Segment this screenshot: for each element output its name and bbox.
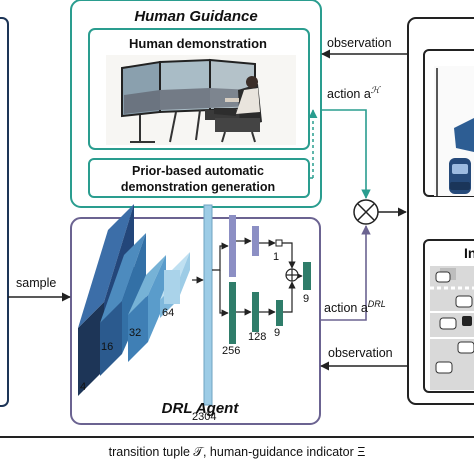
dim-2304: 2304: [192, 411, 216, 423]
lower-fc-9: [276, 300, 283, 326]
action-h-label: action aℋ: [327, 85, 382, 101]
dim-9-output: 9: [303, 293, 309, 305]
flatten-layer: [203, 204, 213, 406]
conv-layers: [78, 204, 190, 396]
upper-fc-128: [252, 226, 259, 256]
human-demonstration-label: Human demonstration: [129, 36, 267, 51]
dim-16: 16: [101, 341, 113, 353]
upper-fc-256: [229, 215, 236, 277]
driving-simulator-image: [106, 55, 296, 145]
observation-top-label: observation: [327, 36, 392, 50]
sum-node: [285, 268, 299, 282]
dim-32: 32: [129, 327, 141, 339]
human-guidance-title: Human Guidance: [134, 8, 257, 25]
dim-256: 256: [222, 345, 240, 357]
lower-fc-128: [252, 292, 259, 332]
intersection-map: [430, 266, 474, 390]
drl-agent-title: DRL Agent: [162, 400, 240, 417]
dim-4: 4: [80, 381, 86, 393]
human-guidance-panel: Human Guidance Human demonstration: [70, 0, 322, 208]
output-layer: [303, 262, 311, 290]
drl-agent-panel: 4 16 32 64 2304 1 256 128 9 9: [70, 204, 321, 425]
environment-panel: In: [407, 17, 474, 405]
dim-9-lower: 9: [274, 327, 280, 339]
ego-car-icon: [449, 158, 471, 194]
action-drl-label: action aDRL: [324, 299, 386, 315]
dim-128: 128: [248, 331, 266, 343]
caption-text: transition tuple 𝒯, human-guidance indic…: [109, 445, 366, 459]
dim-64: 64: [162, 307, 174, 319]
lower-fc-256: [229, 282, 236, 344]
env-partial-label: In: [464, 245, 474, 261]
replay-buffer-box: [0, 17, 9, 407]
upper-fc-1: [275, 239, 283, 247]
prior-line-2: demonstration generation: [121, 180, 275, 194]
mixing-node: [353, 199, 379, 225]
observation-bottom-label: observation: [328, 346, 393, 360]
prior-line-1: Prior-based automatic: [132, 164, 264, 178]
dim-1: 1: [273, 251, 279, 263]
sample-label: sample: [16, 276, 56, 290]
action-drl-arrow: [320, 225, 371, 321]
action-h-arrow: [321, 109, 371, 199]
